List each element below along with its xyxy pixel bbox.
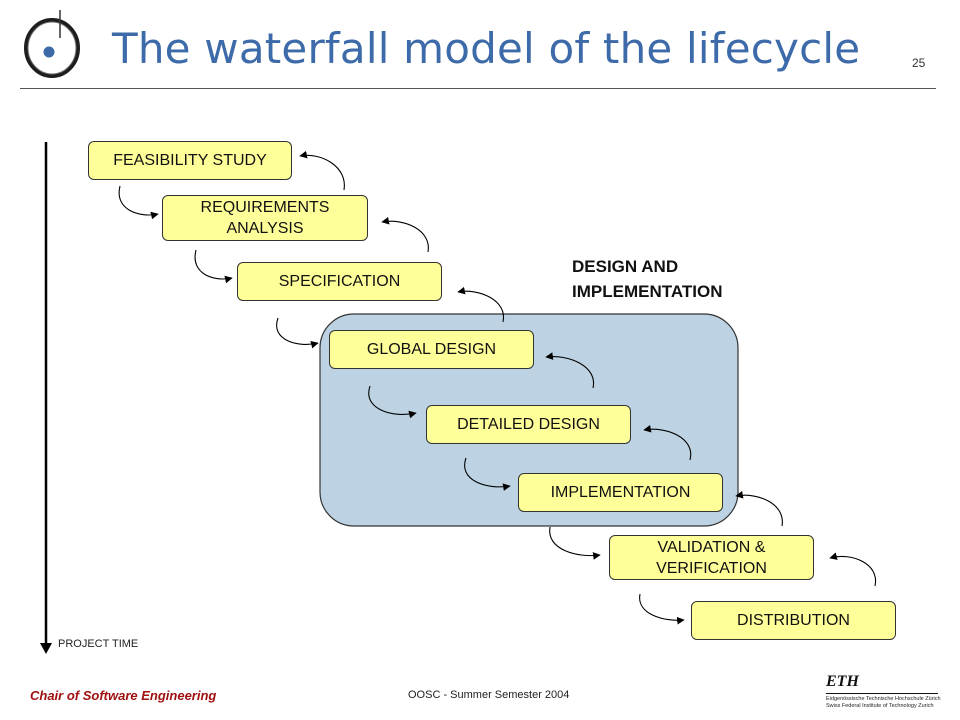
feedback-arrow <box>457 286 504 323</box>
chair-logo-icon <box>24 10 80 78</box>
stage-validation-verification: VALIDATION & VERIFICATION <box>609 535 814 580</box>
forward-arrow <box>276 317 319 349</box>
stage-specification: SPECIFICATION <box>237 262 442 301</box>
slide-title: The waterfall model of the lifecycle <box>112 24 861 73</box>
project-time-label: PROJECT TIME <box>58 638 139 650</box>
forward-arrow <box>549 526 601 560</box>
stage-requirements-analysis: REQUIREMENTS ANALYSIS <box>162 195 368 241</box>
slide-number: 25 <box>912 56 926 70</box>
forward-arrow <box>118 185 159 220</box>
forward-arrow <box>464 457 511 491</box>
footer-chair-name: Chair of Software Engineering <box>30 688 217 703</box>
forward-arrow <box>368 385 417 419</box>
feedback-arrow <box>545 352 594 389</box>
stage-implementation: IMPLEMENTATION <box>518 473 723 512</box>
forward-arrow <box>639 593 685 625</box>
design-implementation-label: DESIGN AND IMPLEMENTATION <box>572 257 723 301</box>
stage-feasibility-study: FEASIBILITY STUDY <box>88 141 292 180</box>
footer-course-name: OOSC - Summer Semester 2004 <box>408 689 570 701</box>
title-divider <box>20 88 936 89</box>
eth-name-english: Swiss Federal Institute of Technology Zu… <box>826 703 934 709</box>
eth-rule <box>826 693 938 694</box>
feedback-arrow <box>299 150 345 191</box>
stage-detailed-design: DETAILED DESIGN <box>426 405 631 444</box>
forward-arrow <box>194 249 233 284</box>
stage-global-design: GLOBAL DESIGN <box>329 330 534 369</box>
feedback-arrow <box>735 490 783 527</box>
eth-mark: ETH <box>826 673 859 690</box>
eth-name-german: Eidgenössische Technische Hochschule Zür… <box>826 696 941 702</box>
feedback-arrow <box>643 424 692 461</box>
feedback-arrow <box>829 552 877 587</box>
feedback-arrow <box>381 216 429 253</box>
project-time-arrowhead <box>40 643 52 654</box>
stage-distribution: DISTRIBUTION <box>691 601 896 640</box>
eth-logo: ETH Eidgenössische Technische Hochschule… <box>826 674 944 714</box>
